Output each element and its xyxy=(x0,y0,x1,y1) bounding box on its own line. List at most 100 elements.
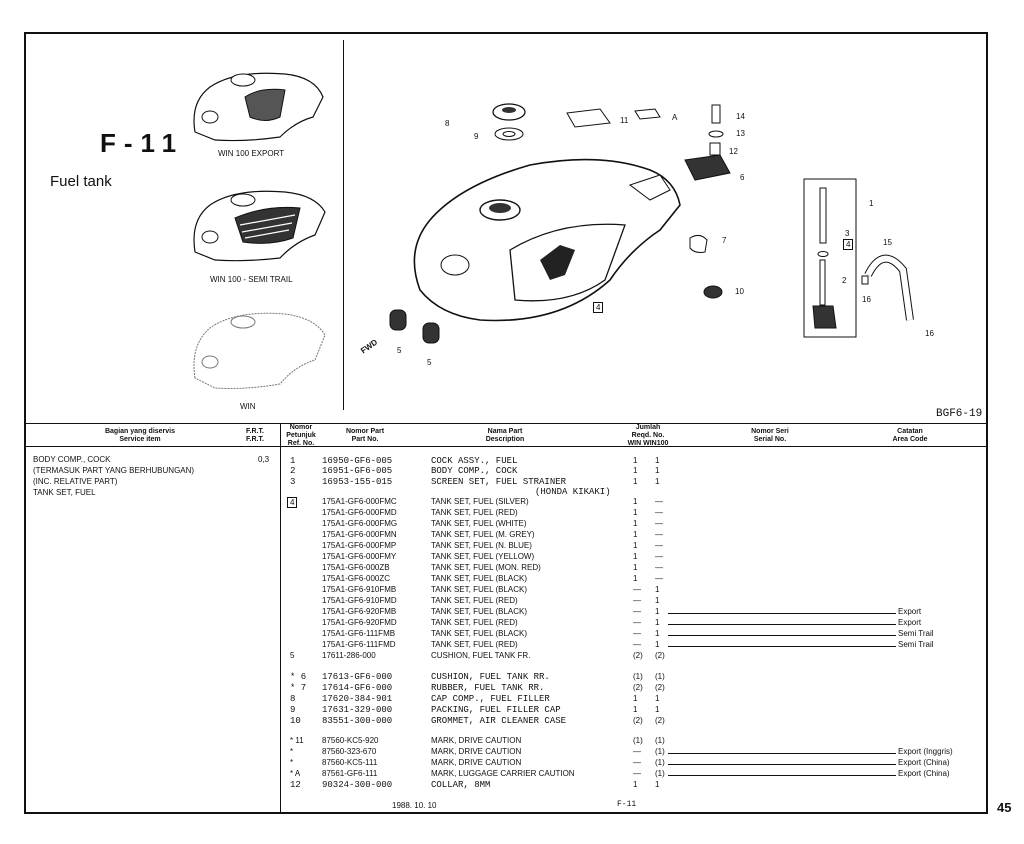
part-no: 17613-GF6-000 xyxy=(322,672,393,682)
part-no: 175A1-GF6-000FMP xyxy=(322,541,397,550)
callout-8: 8 xyxy=(445,119,450,128)
qty-win: — xyxy=(633,747,641,756)
col-header-service-item: Bagian yang diservis Service item xyxy=(104,428,176,443)
qty-win100: — xyxy=(655,574,663,583)
description: TANK SET, FUEL (BLACK) xyxy=(431,585,528,594)
qty-win: 1 xyxy=(633,552,638,561)
col-header-ref-no: Nomor Petunjuk Ref. No. xyxy=(286,424,316,447)
part-no: 175A1-GF6-000FMY xyxy=(322,552,397,561)
ref-no: 12 xyxy=(290,780,301,790)
callout-7: 7 xyxy=(722,236,727,245)
area-code: Semi Trail xyxy=(898,629,934,638)
qty-win100: 1 xyxy=(655,780,660,789)
table-top-rule xyxy=(24,423,988,424)
qty-win: 1 xyxy=(633,466,638,475)
part-no: 175A1-GF6-111FMD xyxy=(322,640,396,649)
service-item: BODY COMP., COCK xyxy=(33,455,111,464)
page-number: 45 xyxy=(997,800,1012,815)
qty-win100: 1 xyxy=(655,618,660,627)
ref-no: 9 xyxy=(290,705,296,715)
qty-win: 1 xyxy=(633,456,638,465)
description: TANK SET, FUEL (RED) xyxy=(431,596,518,605)
qty-win: (2) xyxy=(633,716,643,725)
qty-win100: — xyxy=(655,563,663,572)
qty-win: 1 xyxy=(633,563,638,572)
ref-no: * 11 xyxy=(290,736,304,745)
part-no: 16951-GF6-005 xyxy=(322,466,393,476)
diagram-code: BGF6-19 xyxy=(936,408,983,420)
ref-no: 2 xyxy=(290,466,296,476)
qty-win100: (1) xyxy=(655,747,665,756)
callout-a: A xyxy=(672,113,678,122)
qty-win100: (1) xyxy=(655,758,665,767)
qty-win100: — xyxy=(655,497,663,506)
rubber-and-grommet-illustration xyxy=(689,234,723,299)
area-leader-line xyxy=(668,764,896,765)
qty-win100: 1 xyxy=(655,466,660,475)
description: TANK SET, FUEL (RED) xyxy=(431,618,518,627)
qty-win: 1 xyxy=(633,519,638,528)
qty-win: 1 xyxy=(633,705,638,714)
qty-win: 1 xyxy=(633,574,638,583)
tank-variant-win-illustration xyxy=(193,312,326,389)
qty-win: 1 xyxy=(633,694,638,703)
area-code: Semi Trail xyxy=(898,640,934,649)
ref-no: * xyxy=(290,758,294,767)
qty-win100: 1 xyxy=(655,705,660,714)
part-no: 175A1-GF6-000ZC xyxy=(322,574,391,583)
callout-3: 3 xyxy=(845,229,850,238)
col-header-qty: Jumlah Reqd. No. WIN WIN100 xyxy=(627,424,669,447)
ref-no: 1 xyxy=(290,456,296,466)
qty-win: — xyxy=(633,618,641,627)
fuel-hose-illustration xyxy=(861,254,914,321)
section-name: Fuel tank xyxy=(50,173,112,190)
fuel-cock-detail-illustration xyxy=(803,178,857,338)
area-code: Export (China) xyxy=(898,769,950,778)
fuel-tank-illustration xyxy=(413,158,681,322)
ref-no: * 7 xyxy=(290,683,307,693)
description: TANK SET, FUEL (BLACK) xyxy=(431,574,528,583)
part-no: 87561-GF6-111 xyxy=(322,769,378,778)
footer-code: F-11 xyxy=(617,800,637,809)
qty-win: 1 xyxy=(633,541,638,550)
variant-caption-semi-trail: WIN 100 - SEMI TRAIL xyxy=(210,275,293,284)
qty-win100: (1) xyxy=(655,672,665,681)
qty-win100: 1 xyxy=(655,477,660,486)
col-header-part-no: Nomor Part Part No. xyxy=(345,428,385,443)
fuel-tank-cushion-illustration xyxy=(389,309,440,344)
qty-win: — xyxy=(633,629,641,638)
part-no: 16953-155-015 xyxy=(322,477,393,487)
col-header-area-code: Catatan Area Code xyxy=(892,428,928,443)
section-code: F-11 xyxy=(100,128,185,158)
callout-2: 2 xyxy=(842,276,847,285)
qty-win100: (2) xyxy=(655,651,665,660)
part-no: 175A1-GF6-920FMD xyxy=(322,618,397,627)
qty-win100: — xyxy=(655,530,663,539)
col-header-description: Nama Part Description xyxy=(485,428,525,443)
callout-13: 13 xyxy=(736,129,745,138)
qty-win: (1) xyxy=(633,672,643,681)
description: BODY COMP., COCK xyxy=(431,466,518,476)
part-no: 175A1-GF6-000FMG xyxy=(322,519,398,528)
qty-win100: (2) xyxy=(655,683,665,692)
qty-win100: 1 xyxy=(655,629,660,638)
area-code: Export xyxy=(898,607,922,616)
part-no: 90324-300-000 xyxy=(322,780,393,790)
callout-12: 12 xyxy=(729,147,738,156)
callout-11: 11 xyxy=(620,116,629,125)
qty-win: (2) xyxy=(633,683,643,692)
bolt-washer-collar-illustration xyxy=(684,104,731,181)
description: CUSHION, FUEL TANK RR. xyxy=(431,672,550,682)
variant-caption-export: WIN 100 EXPORT xyxy=(218,149,285,158)
qty-win100: (1) xyxy=(655,736,665,745)
service-item: (INC. RELATIVE PART) xyxy=(33,477,118,486)
description: CAP COMP., FUEL FILLER xyxy=(431,694,550,704)
area-leader-line xyxy=(668,635,896,636)
ref-no: 5 xyxy=(290,651,295,660)
qty-win100: 1 xyxy=(655,694,660,703)
part-no: 17620-384-901 xyxy=(322,694,393,704)
qty-win: — xyxy=(633,607,641,616)
description: MARK, DRIVE CAUTION xyxy=(431,758,522,767)
qty-win100: (2) xyxy=(655,716,665,725)
description: TANK SET, FUEL (WHITE) xyxy=(431,519,527,528)
